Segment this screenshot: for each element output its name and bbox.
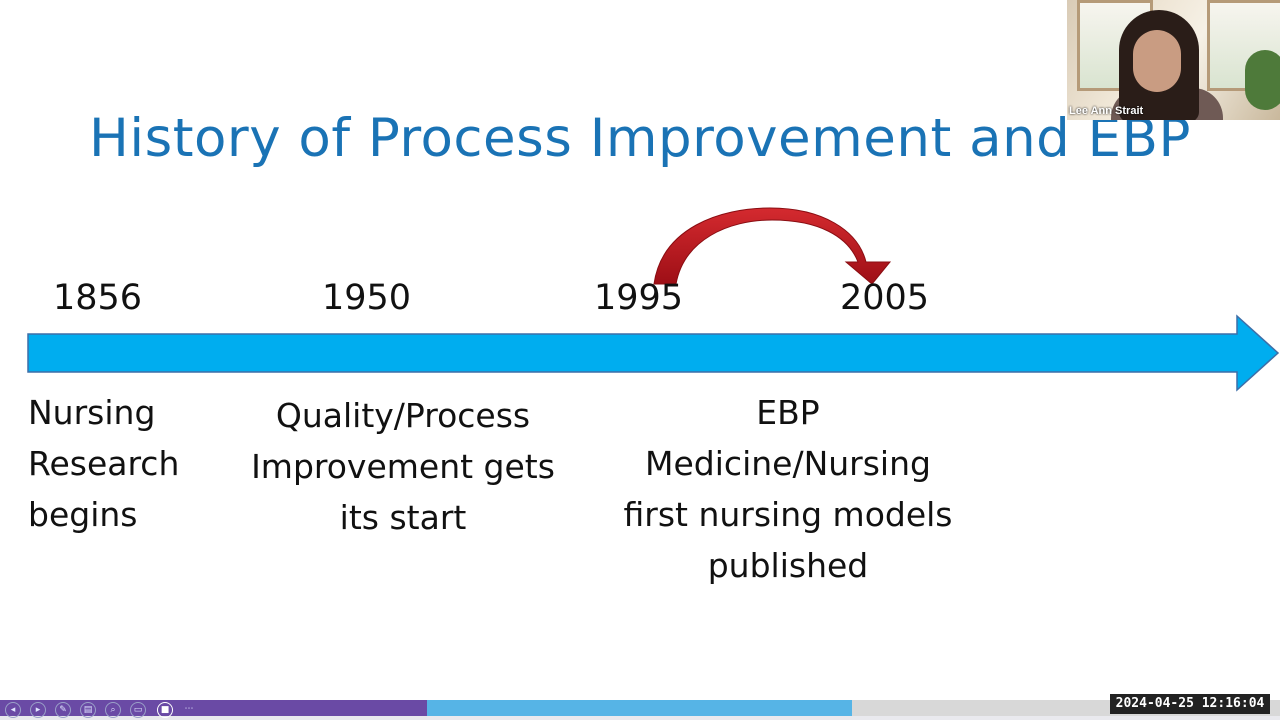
- quality-process-text: Quality/Process Improvement gets its sta…: [233, 390, 573, 543]
- progress-segment-2[interactable]: [427, 700, 852, 716]
- curved-arrow-icon: [653, 207, 892, 285]
- year-1950: 1950: [322, 278, 412, 318]
- participant-name: Lee Ann Strait: [1069, 105, 1144, 117]
- nursing-research-text: Nursing Research begins: [28, 387, 179, 540]
- text-line: Medicine/Nursing: [645, 444, 931, 483]
- slide-title: History of Process Improvement and EBP: [89, 108, 1191, 169]
- pen-icon[interactable]: ✎: [55, 702, 71, 718]
- presentation-slide: History of Process Improvement and EBP 1…: [27, 108, 1280, 591]
- text-line: Nursing: [28, 393, 156, 432]
- subtitles-icon[interactable]: ▭: [130, 702, 146, 718]
- play-icon[interactable]: ▸: [30, 702, 46, 718]
- year-1856: 1856: [53, 278, 143, 318]
- ebp-text: EBP Medicine/Nursing first nursing model…: [598, 387, 978, 591]
- participant-video-tile[interactable]: Lee Ann Strait: [1067, 0, 1280, 120]
- previous-icon[interactable]: ◂: [5, 702, 21, 718]
- text-line: EBP: [756, 393, 820, 432]
- more-icon[interactable]: ⋯: [184, 704, 194, 714]
- text-line: published: [707, 546, 869, 585]
- slides-icon[interactable]: ▤: [80, 702, 96, 718]
- recording-timestamp: 2024-04-25 12:16:04: [1110, 694, 1270, 714]
- text-line: first nursing models: [623, 495, 953, 534]
- zoom-icon[interactable]: ⌕: [105, 702, 121, 718]
- text-line: its start: [339, 498, 467, 537]
- text-line: Improvement gets: [251, 447, 555, 486]
- plant-background: [1245, 50, 1280, 110]
- participant-face: [1133, 30, 1181, 92]
- text-line: Quality/Process: [275, 396, 531, 435]
- timeline-arrow: [27, 314, 1280, 392]
- year-2005: 2005: [840, 278, 930, 318]
- camera-icon[interactable]: ■: [157, 702, 173, 718]
- text-line: Research: [28, 444, 180, 483]
- text-line: begins: [28, 495, 138, 534]
- year-1995: 1995: [594, 278, 684, 318]
